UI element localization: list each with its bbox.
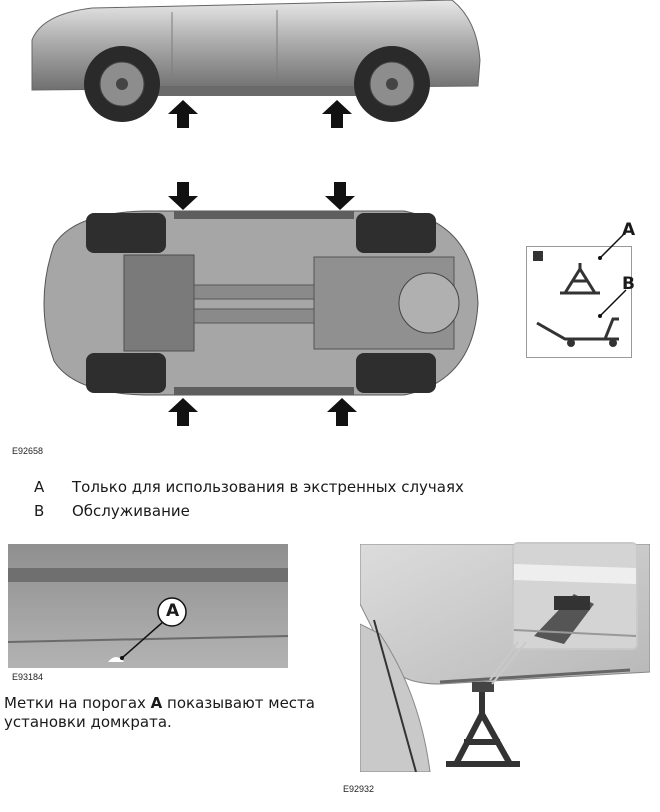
jack-point-arrow-icon [322,100,352,128]
car-underside-view [43,210,479,396]
scissor-jack-icon [560,263,600,295]
legend-row-b: B Обслуживание [34,502,190,520]
sill-marks-caption: Метки на порогах A показывают места уста… [4,694,334,732]
jack-point-arrow-icon [327,398,357,426]
legend-key: B [34,502,45,520]
jack-point-arrow-icon [325,182,355,210]
figure-code-2: E93184 [12,672,44,682]
caption-text: Метки на порогах [4,694,151,712]
jack-point-arrow-icon [168,182,198,210]
callout-leader-a [598,231,627,260]
callout-a-label: A [166,601,180,621]
caption-text: установки домкрата. [4,713,172,731]
callout-leader-b [598,289,627,318]
legend-text: Обслуживание [72,502,190,520]
jack-point-arrow-icon [168,100,198,128]
inset-pointer [489,641,527,685]
warning-square-icon [533,251,543,261]
callout-a-label: A [622,220,636,240]
jack-detail-inset [512,542,638,650]
figure-code-3: E92932 [343,784,375,794]
jack-point-arrow-icon [168,398,198,426]
callout-b-label: B [622,274,635,294]
car-side-view [31,0,481,122]
legend-text: Только для использования в экстренных сл… [72,478,464,496]
callout-leader-a [120,597,187,660]
trolley-jack-icon [536,317,619,347]
figure-code-1: E92658 [12,446,44,456]
jack-head-detail [514,544,636,648]
caption-text: показывают места [162,694,315,712]
legend-row-a: A Только для использования в экстренных с… [34,478,464,496]
legend-key: A [34,478,45,496]
caption-callout: A [150,694,163,712]
sill-closeup-illustration [8,544,288,668]
